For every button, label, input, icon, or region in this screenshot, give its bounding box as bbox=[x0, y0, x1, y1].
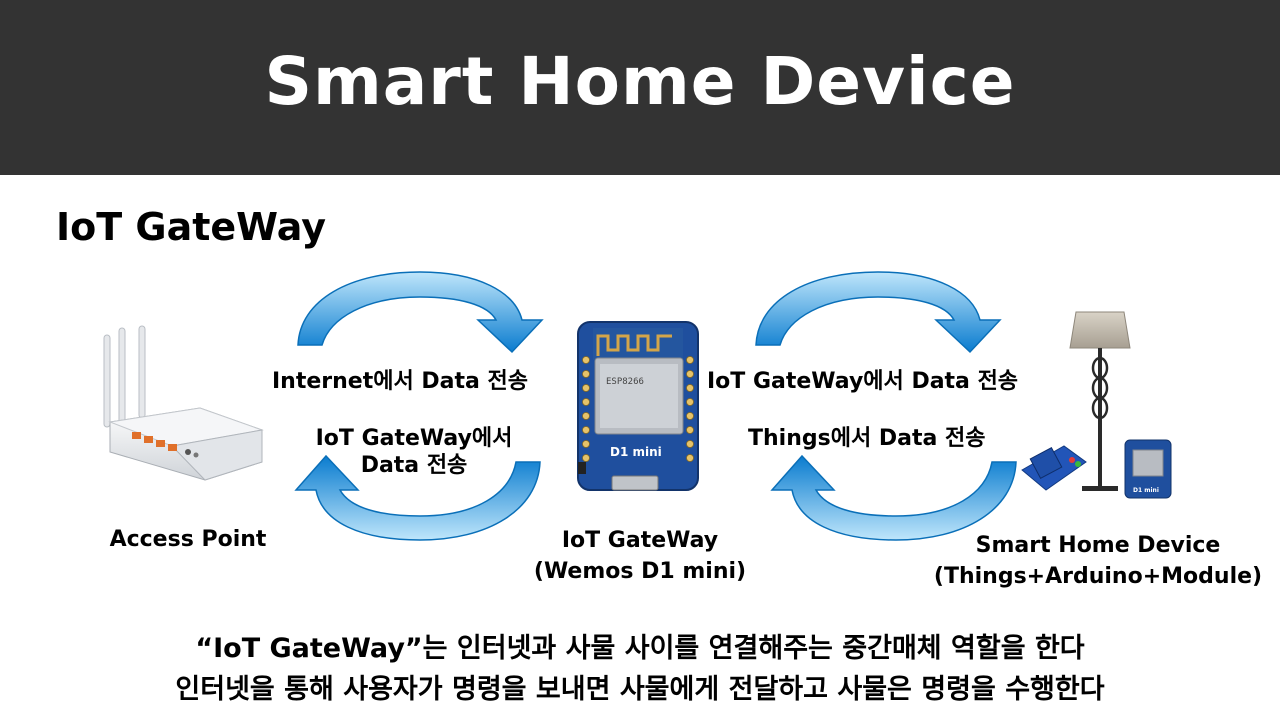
node-label-smart-device: Smart Home Device (Things+Arduino+Module… bbox=[920, 531, 1276, 593]
relay-module-icon bbox=[1021, 445, 1087, 491]
arrow-left-top bbox=[297, 271, 544, 354]
arrow-label-left-bottom-line2: Data 전송 bbox=[360, 452, 468, 478]
router-icon bbox=[103, 325, 264, 481]
arrow-left-bottom bbox=[294, 454, 541, 541]
board-label: D1 mini bbox=[610, 445, 662, 459]
small-wemos-icon: D1 mini bbox=[1124, 439, 1172, 499]
wemos-board-icon: ESP8266 D1 mini bbox=[577, 321, 699, 491]
arrow-right-bottom bbox=[770, 454, 1017, 541]
arrow-label-right-bottom: Things에서 Data 전송 bbox=[748, 426, 986, 451]
title-bar: Smart Home Device bbox=[0, 0, 1280, 175]
node-label-smart-device-line2: (Things+Arduino+Module) bbox=[933, 563, 1263, 589]
description-line1: “IoT GateWay”는 인터넷과 사물 사이를 연결해주는 중간매체 역할… bbox=[195, 633, 1085, 664]
node-label-smart-device-line1: Smart Home Device bbox=[975, 533, 1221, 558]
arrow-label-right-top: IoT GateWay에서 Data 전송 bbox=[707, 369, 1019, 394]
node-label-access-point: Access Point bbox=[109, 527, 267, 552]
svg-text:D1 mini: D1 mini bbox=[1133, 487, 1159, 494]
node-label-gateway: IoT GateWay (Wemos D1 mini) bbox=[522, 526, 758, 588]
page-title: Smart Home Device bbox=[264, 43, 1016, 120]
arrow-label-left-bottom-line1: IoT GateWay에서 bbox=[315, 426, 513, 451]
arrow-right-top bbox=[755, 271, 1002, 354]
description-line2: 인터넷을 통해 사용자가 명령을 보내면 사물에게 전달하고 사물은 명령을 수… bbox=[175, 674, 1105, 705]
node-label-gateway-line2: (Wemos D1 mini) bbox=[533, 558, 747, 584]
arrow-label-left-bottom: IoT GateWay에서 Data 전송 bbox=[304, 424, 524, 482]
section-heading: IoT GateWay bbox=[56, 205, 326, 249]
arrow-label-left-top: Internet에서 Data 전송 bbox=[272, 369, 528, 394]
floor-lamp-icon bbox=[1069, 311, 1131, 491]
node-label-gateway-line1: IoT GateWay bbox=[561, 528, 719, 553]
svg-text:ESP8266: ESP8266 bbox=[606, 377, 644, 387]
